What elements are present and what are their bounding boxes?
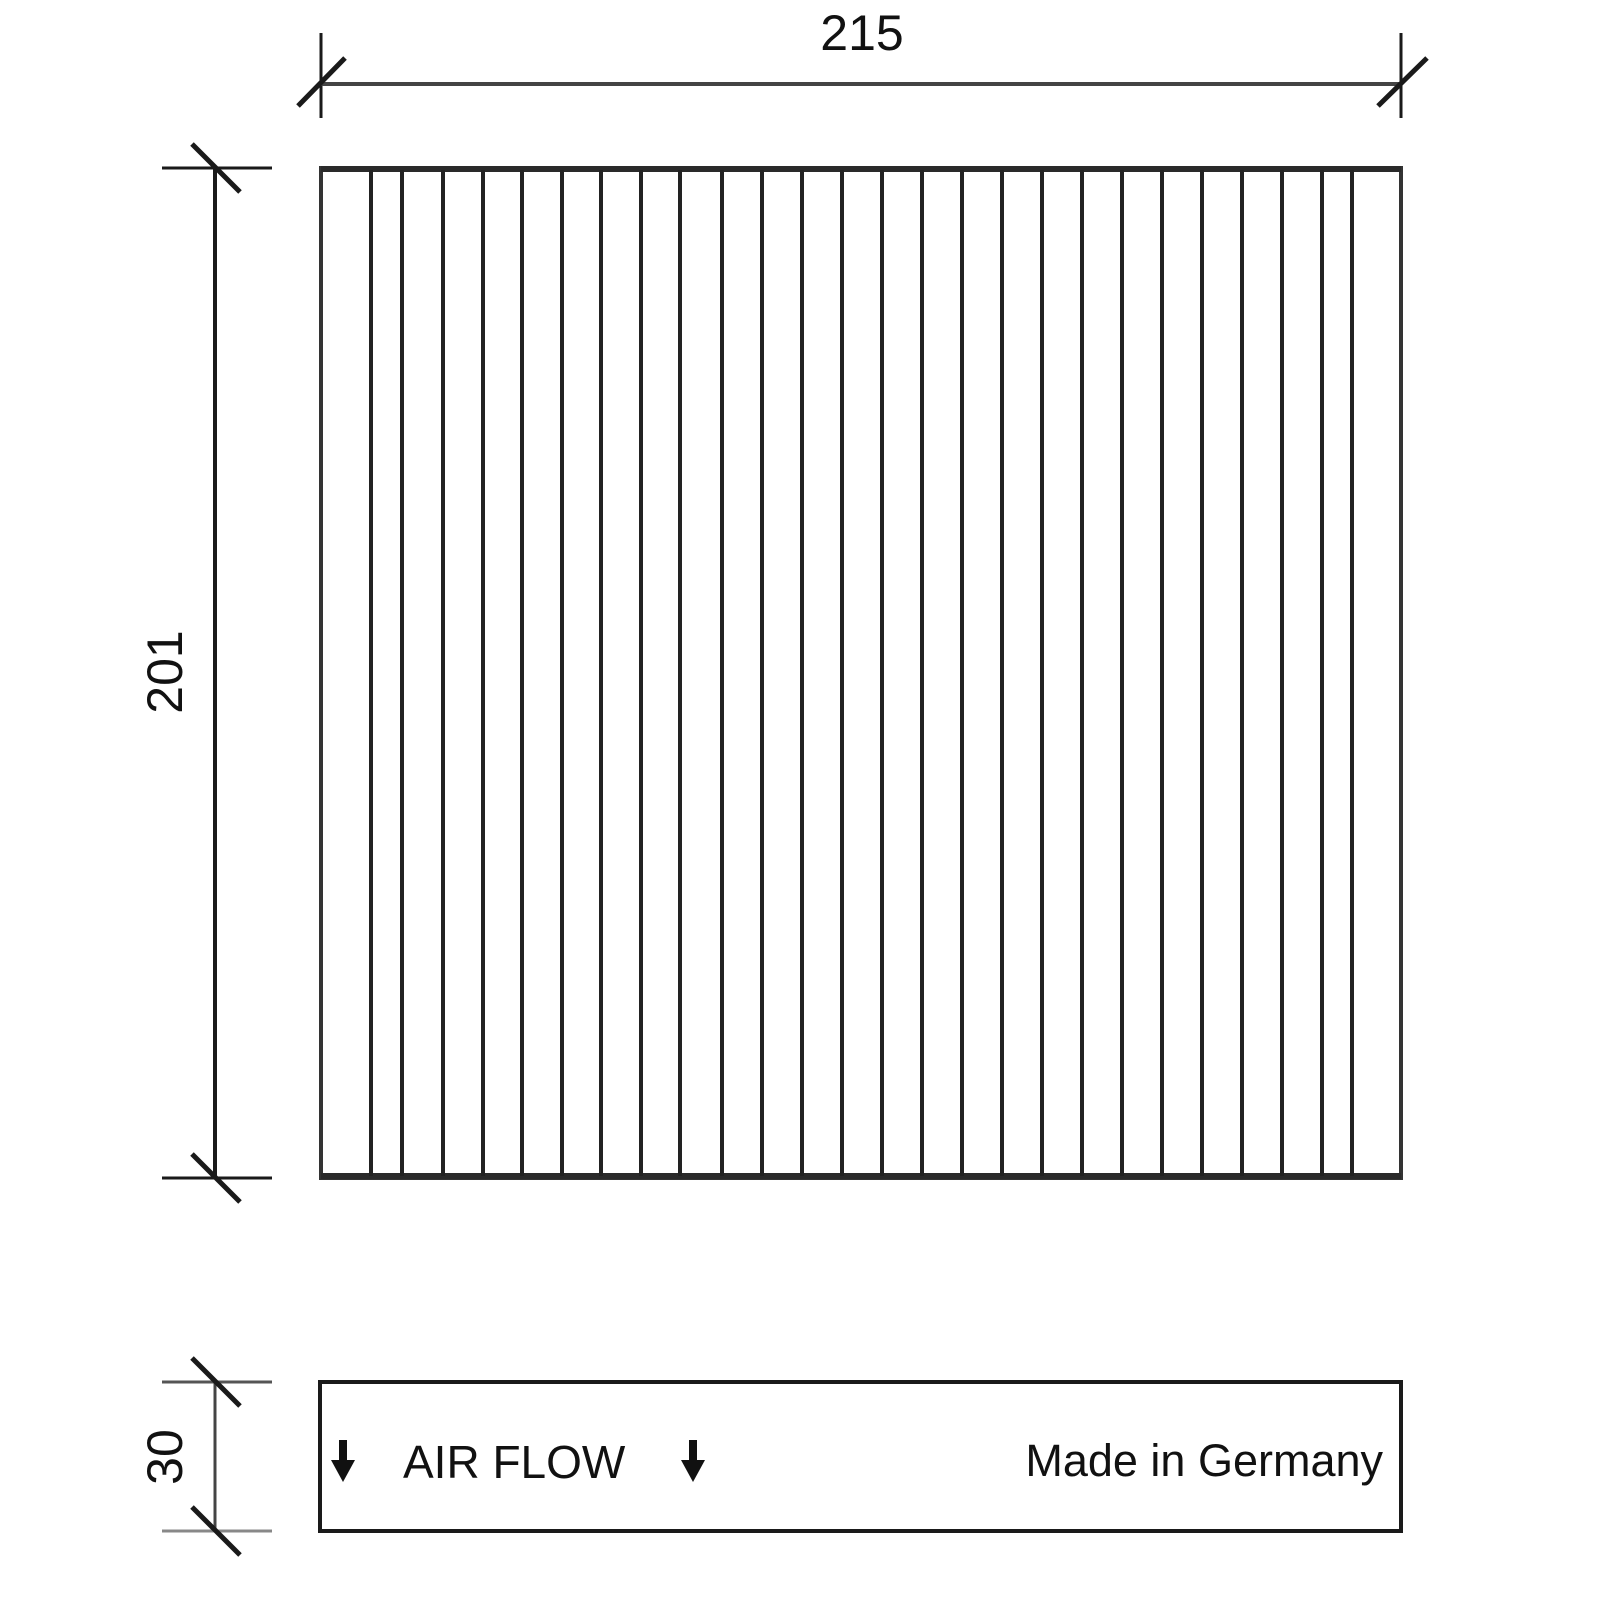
- length-tick-bottom: [190, 1152, 242, 1204]
- airflow-label: AIR FLOW: [403, 1436, 626, 1488]
- origin-label: Made in Germany: [1025, 1435, 1383, 1486]
- side-view-frame: [318, 1380, 1403, 1533]
- width-tick-left: [296, 56, 347, 108]
- arrow-down-icon: [681, 1440, 705, 1482]
- filter-side-view: AIR FLOW Made in Germany: [318, 1380, 1403, 1533]
- arrow-down-icon: [331, 1440, 355, 1482]
- length-dimension-value: 201: [137, 630, 193, 713]
- height-tick-bottom: [190, 1505, 242, 1557]
- width-dimension: [296, 33, 1429, 118]
- length-tick-top: [190, 142, 242, 194]
- height-dimension-value: 30: [137, 1429, 193, 1485]
- height-tick-top: [190, 1356, 242, 1408]
- height-dimension: [162, 1356, 272, 1557]
- filter-top-view: [319, 166, 1403, 1180]
- width-tick-right: [1376, 56, 1429, 108]
- width-dimension-value: 215: [820, 5, 903, 61]
- length-dimension: [162, 142, 272, 1204]
- pleat-lines: [369, 170, 1354, 1176]
